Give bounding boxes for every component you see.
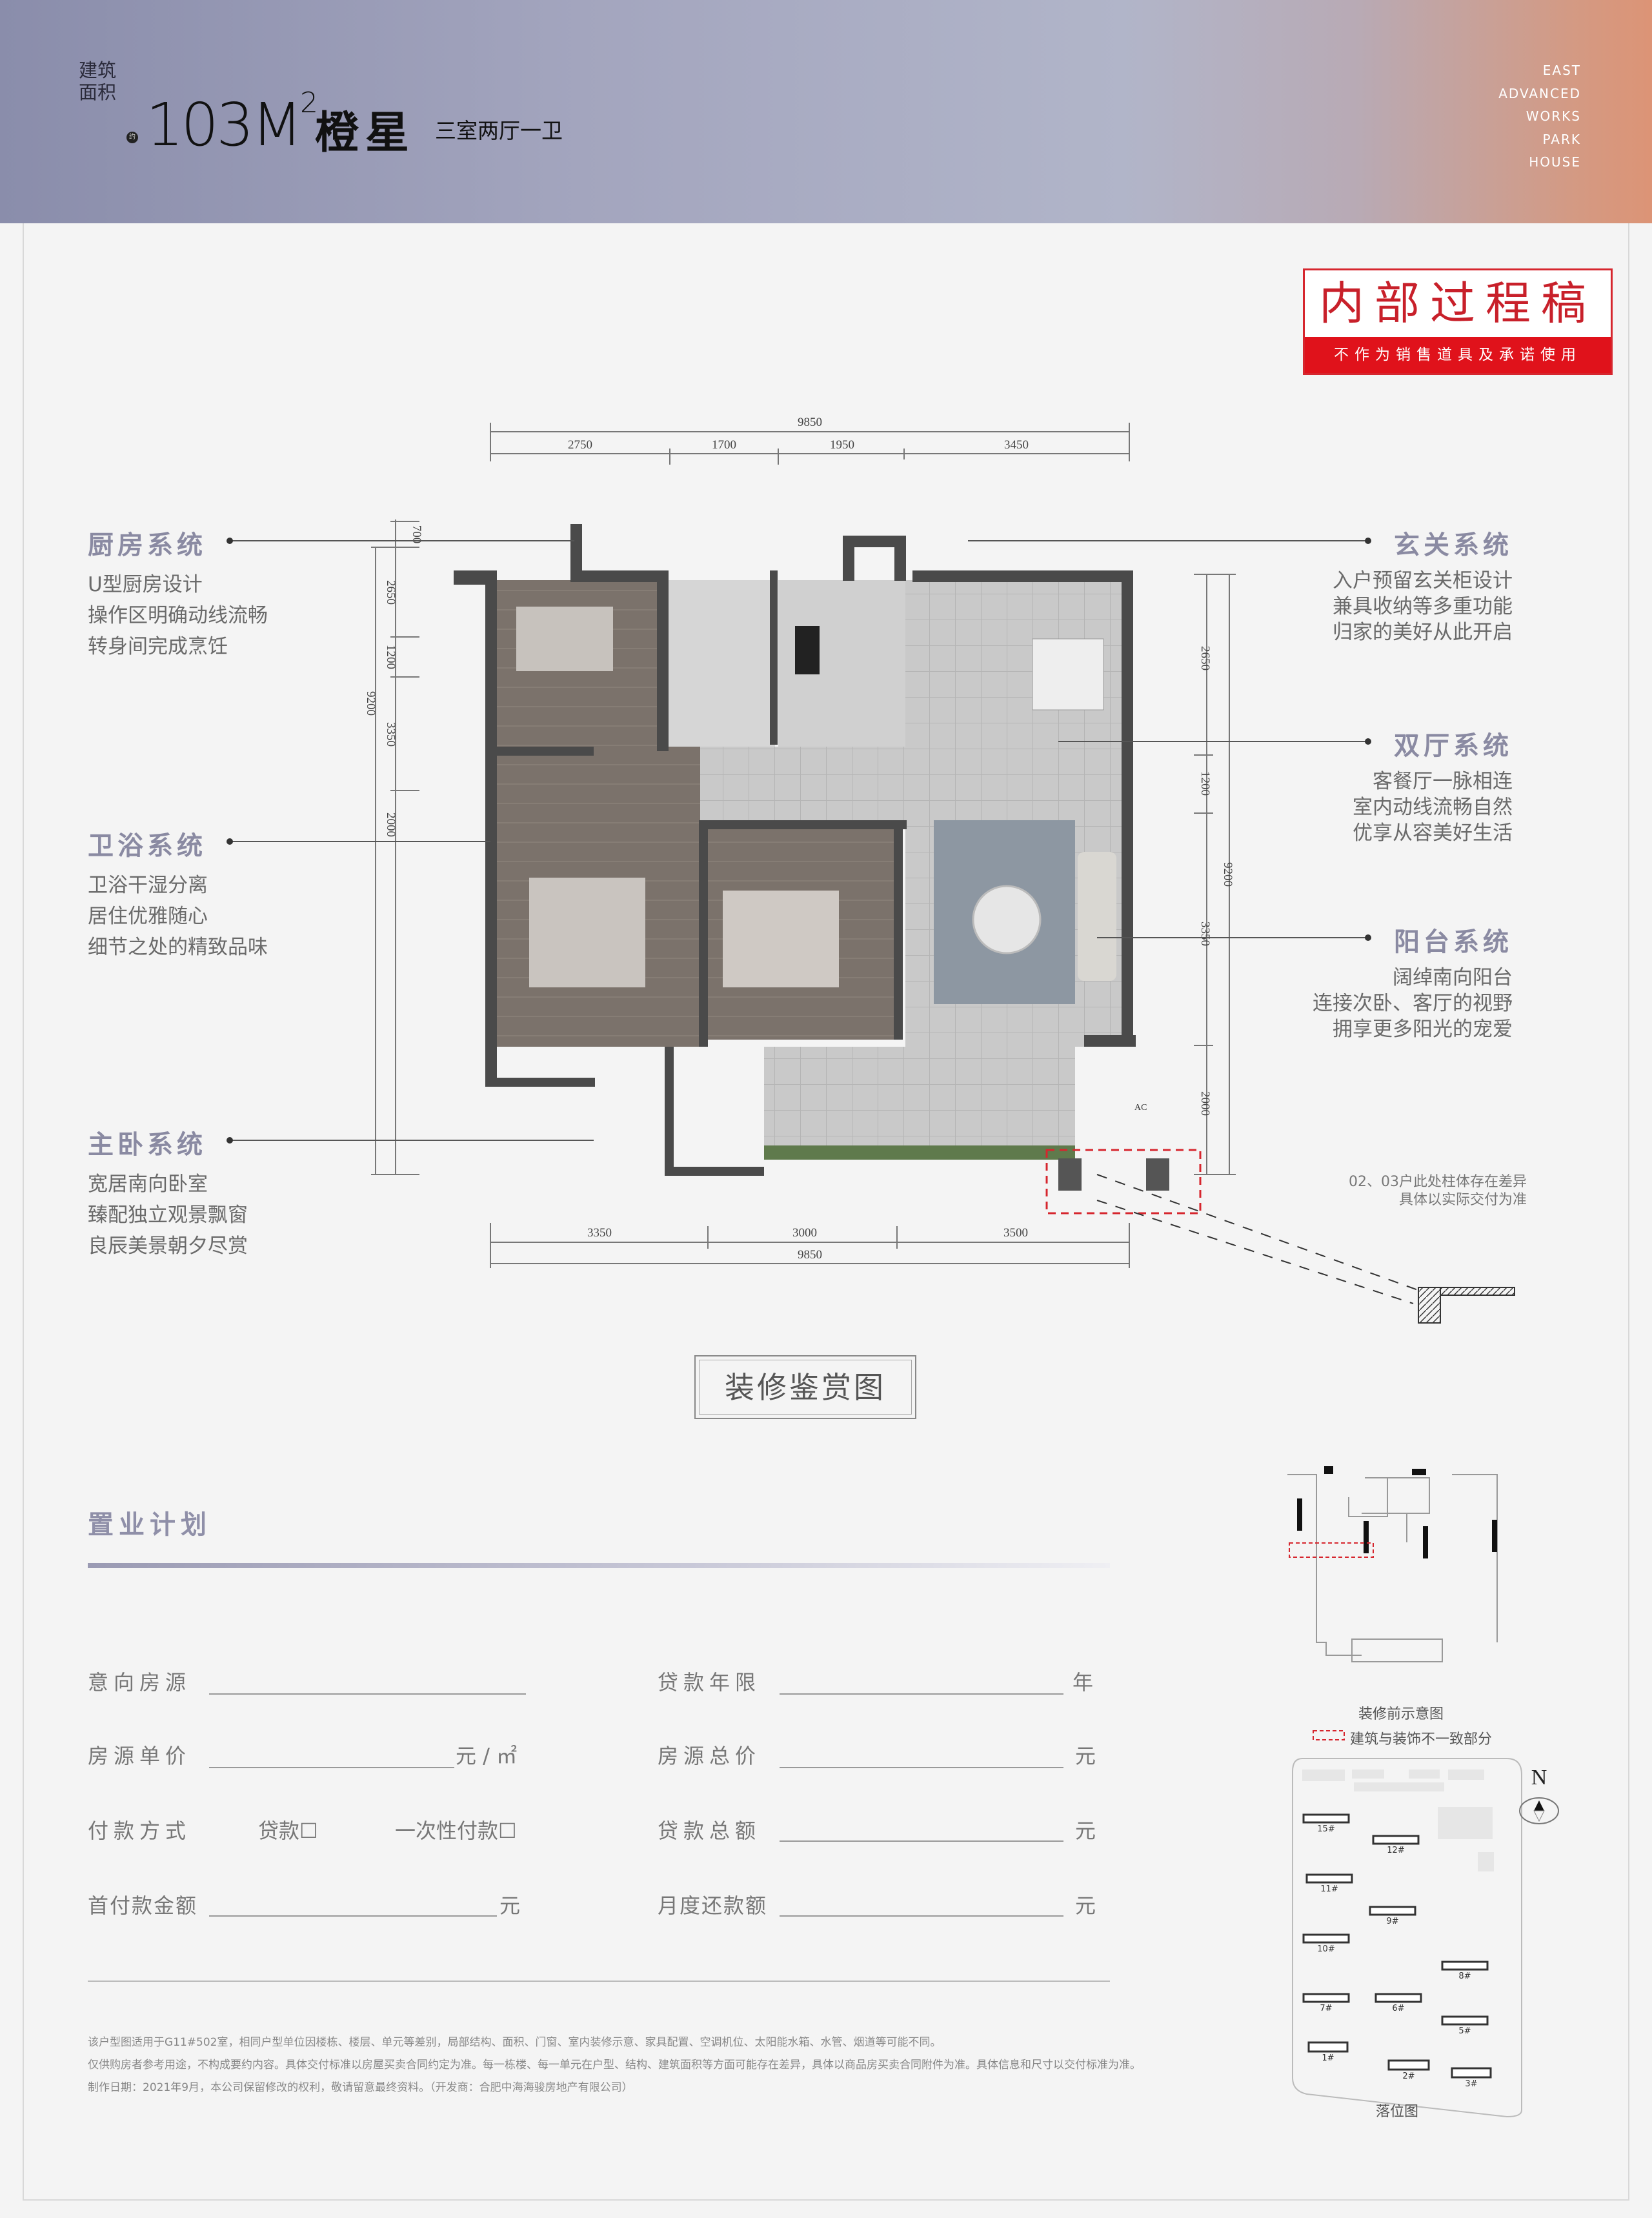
field-label: 房源总价 <box>658 1744 761 1768</box>
fine-print: 仅供购房者参考用途，不构成要约内容。具体交付标准以房屋买卖合同约定为准。每一栋楼… <box>88 2059 1141 2072</box>
balcony-system: 阳台系统 阔绰南向阳台连接次卧、客厅的视野拥享更多阳光的宠爱 <box>1313 927 1513 1041</box>
pre-renovation-legend: 建筑与装饰不一致部分 <box>1350 1731 1493 1748</box>
unit-layout: 三室两厅一卫 <box>435 118 563 143</box>
fine-print: 该户型图适用于G11#502室，相同户型单位因楼栋、楼层、单元等差别，局部结构、… <box>88 2036 942 2049</box>
monthly-payment-field[interactable] <box>780 1915 1063 1917</box>
full-payment-checkbox[interactable]: 一次性付款☐ <box>395 1819 517 1843</box>
purchase-plan-title: 置业计划 <box>88 1510 212 1540</box>
field-label: 意向房源 <box>88 1670 192 1695</box>
loan-total-field[interactable] <box>780 1840 1063 1842</box>
column-difference-note: 02、03户此处柱体存在差异具体以实际交付为准 <box>1349 1174 1527 1208</box>
field-label: 首付款金额 <box>88 1893 198 1918</box>
dual-hall-system: 双厅系统 客餐厅一脉相连室内动线流畅自然优享从容美好生活 <box>1353 731 1513 845</box>
field-label: 月度还款额 <box>658 1893 768 1918</box>
total-price-field[interactable] <box>780 1767 1063 1768</box>
entrance-system: 玄关系统 入户预留玄关柜设计兼具收纳等多重功能归家的美好从此开启 <box>1333 530 1513 644</box>
field-unit: 元 <box>1075 1744 1096 1768</box>
field-unit: 年 <box>1073 1670 1094 1695</box>
field-label: 贷款总额 <box>658 1819 761 1843</box>
unit-name: 橙星 <box>315 108 416 159</box>
appreciation-label-box: 装修鉴赏图 <box>694 1355 916 1419</box>
area-label: 建筑面积 <box>79 59 117 103</box>
approx-mark: 约 <box>126 132 138 143</box>
area-value: 103M2 <box>146 86 318 159</box>
field-unit: 元 <box>1075 1819 1096 1843</box>
loan-checkbox[interactable]: 贷款☐ <box>258 1819 318 1843</box>
field-label: 付款方式 <box>88 1819 192 1843</box>
content-frame <box>23 223 1629 2201</box>
section-divider <box>88 1981 1110 1982</box>
kitchen-system: 厨房系统 U型厨房设计操作区明确动线流畅转身间完成烹饪 <box>88 530 268 658</box>
internal-draft-stamp: 内部过程稿 不作为销售道具及承诺使用 <box>1303 268 1613 375</box>
down-payment-field[interactable] <box>209 1915 497 1917</box>
field-label: 房源单价 <box>88 1744 192 1768</box>
loan-term-field[interactable] <box>780 1693 1063 1695</box>
unit-price-field[interactable] <box>209 1767 454 1768</box>
field-unit: 元 / ㎡ <box>456 1744 518 1768</box>
master-bedroom-system: 主卧系统 宽居南向卧室臻配独立观景飘窗良辰美景朝夕尽赏 <box>88 1130 248 1258</box>
intended-unit-field[interactable] <box>209 1693 526 1695</box>
pre-renovation-caption: 装修前示意图 <box>1358 1706 1444 1722</box>
title-divider <box>88 1563 1110 1568</box>
bathroom-system: 卫浴系统 卫浴干湿分离居住优雅随心细节之处的精致品味 <box>88 831 268 959</box>
fine-print: 制作日期：2021年9月，本公司保留修改的权利，敬请留意最终资料。（开发商：合肥… <box>88 2081 633 2094</box>
field-unit: 元 <box>499 1893 521 1918</box>
field-unit: 元 <box>1075 1893 1096 1918</box>
field-label: 贷款年限 <box>658 1670 761 1695</box>
site-plan-caption: 落位图 <box>1376 2104 1419 2120</box>
